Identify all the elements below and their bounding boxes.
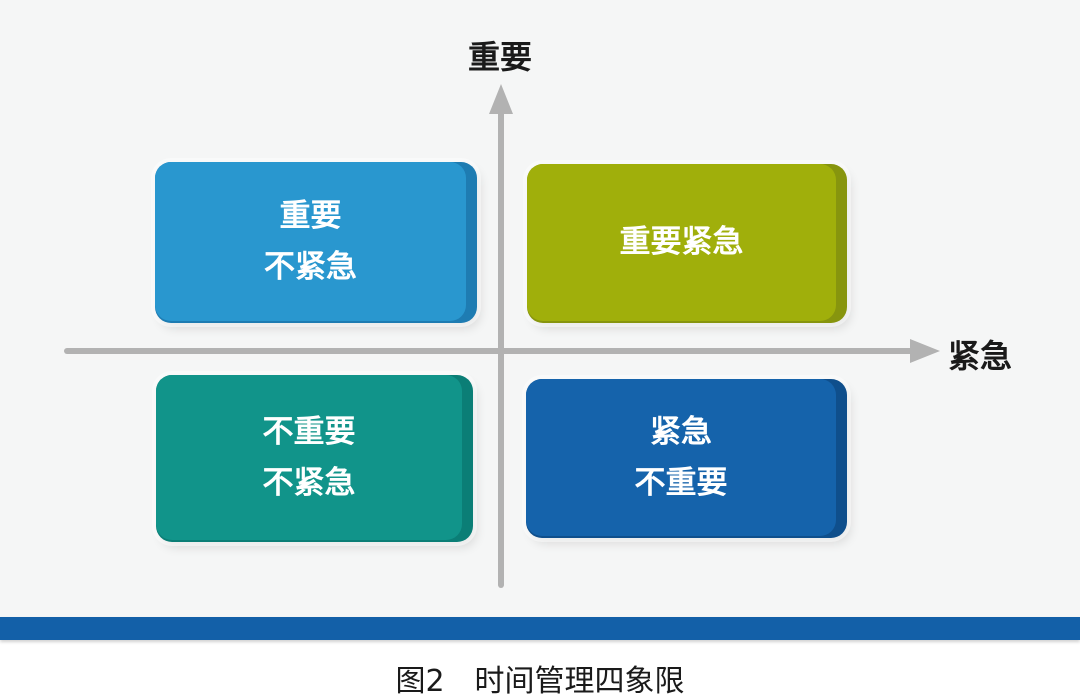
quadrant-face: 不重要 不紧急 [156, 375, 462, 540]
quadrant-important-not-urgent: 重要 不紧急 [155, 162, 477, 323]
quadrant-label-line2: 不重要 [634, 464, 728, 501]
quadrant-label-line1: 紧急 [650, 413, 712, 450]
quadrant-face: 紧急 不重要 [526, 379, 836, 536]
y-axis-line [498, 96, 504, 588]
quadrant-label-line2: 不紧急 [264, 248, 357, 285]
x-axis-arrow-icon [910, 339, 940, 363]
x-axis-label: 紧急 [948, 337, 1013, 375]
figure-caption: 图2 时间管理四象限 [395, 664, 685, 699]
x-axis-line [64, 348, 914, 354]
divider-bar [0, 617, 1080, 640]
quadrant-label-line1: 不重要 [262, 413, 356, 450]
quadrant-not-important-not-urgent: 不重要 不紧急 [156, 375, 473, 542]
quadrant-label-line2: 不紧急 [262, 464, 356, 501]
quadrant-label-line1: 重要 [279, 197, 342, 234]
y-axis-label: 重要 [468, 38, 533, 76]
quadrant-important-urgent: 重要紧急 [527, 164, 847, 323]
quadrant-face: 重要 不紧急 [155, 162, 466, 321]
quadrant-diagram: 重要 紧急 重要 不紧急 重要紧急 不重要 不紧急 紧急 不重要 [64, 38, 1013, 588]
quadrant-urgent-not-important: 紧急 不重要 [526, 379, 847, 538]
quadrant-label-line1: 重要紧急 [619, 224, 744, 260]
quadrant-face: 重要紧急 [527, 164, 836, 321]
y-axis-arrow-icon [489, 84, 513, 114]
